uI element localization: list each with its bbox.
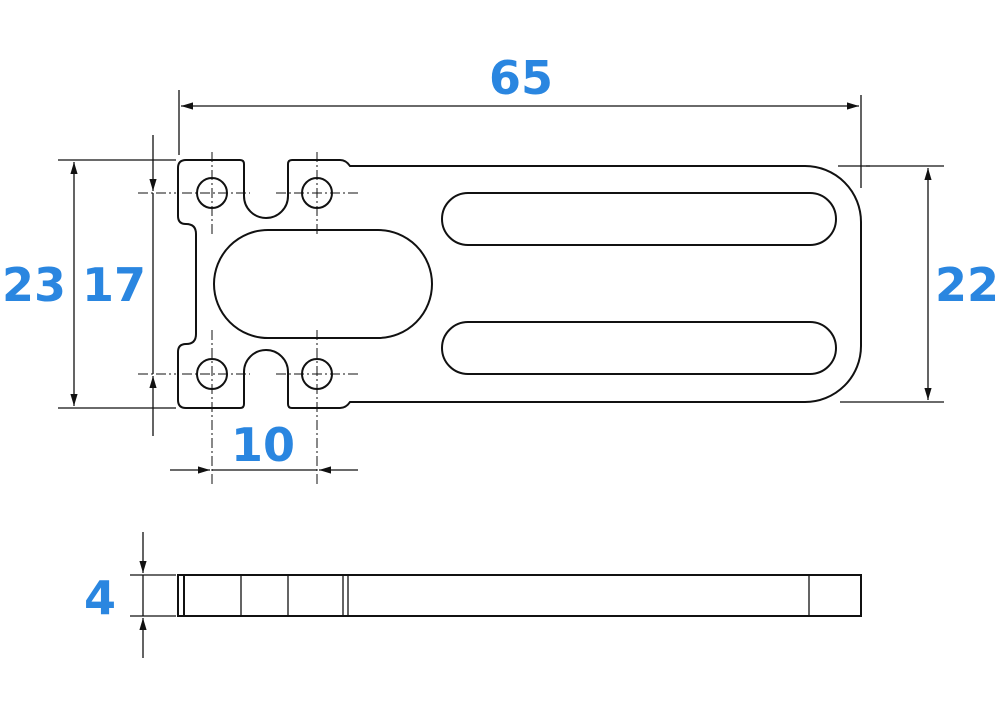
dim-overall-length [178, 90, 870, 188]
dim-thickness [130, 532, 176, 658]
hole-centerlines [138, 152, 358, 484]
lower-slot [441, 321, 837, 375]
label-thickness: 4 [84, 571, 116, 625]
label-hole-spacing-horizontal: 10 [231, 418, 295, 472]
side-view [177, 574, 862, 617]
label-overall-height-left: 23 [2, 258, 66, 312]
plate-outline [177, 159, 862, 409]
label-hole-spacing-vertical: 17 [82, 258, 146, 312]
dim-right-end-height [840, 165, 944, 403]
center-oval-cutout [213, 229, 433, 339]
label-right-end-height: 22 [935, 258, 999, 312]
label-overall-length: 65 [489, 51, 553, 105]
upper-slot [441, 192, 837, 246]
dim-overall-height-left [58, 159, 176, 409]
